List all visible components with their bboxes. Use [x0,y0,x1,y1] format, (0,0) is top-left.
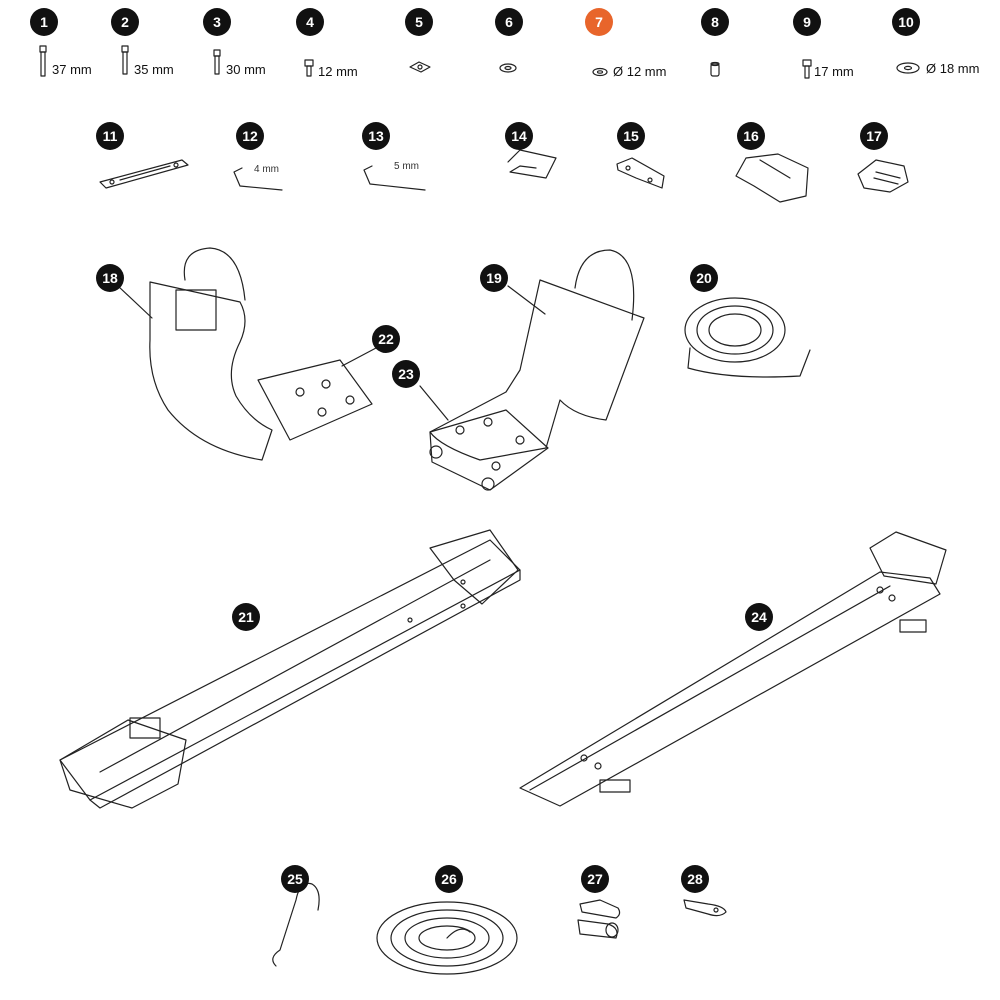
lock-washer-icon [500,64,516,72]
part-label-9: 17 mm [814,64,854,79]
part-badge-11: 11 [96,122,124,150]
lock-cylinder-icon [578,900,620,938]
mounting-plate-icon [100,160,188,188]
part-badge-7: 7 [585,8,613,36]
bolt-12-icon [305,60,313,76]
part-badge-25: 25 [281,865,309,893]
hex-key-5mm-icon [364,166,425,190]
part-badge-23: 23 [392,360,420,388]
part-badge-5: 5 [405,8,433,36]
part-badge-13: 13 [362,122,390,150]
bolt-17-icon [803,60,811,78]
bolt-37-icon [40,46,46,76]
spacer-icon [711,63,719,77]
long-bar-icon [60,530,520,808]
part-badge-16: 16 [737,122,765,150]
part-label-10: Ø 18 mm [926,61,980,76]
part-badge-15: 15 [617,122,645,150]
coil-cord-icon [377,902,517,974]
end-cap-icon [736,154,808,202]
washer-18-icon [897,63,919,73]
bolt-30-icon [214,50,220,74]
part-badge-28: 28 [681,865,709,893]
part-badge-12: 12 [236,122,264,150]
part-badge-20: 20 [690,264,718,292]
part-badge-26: 26 [435,865,463,893]
part-label-2: 35 mm [134,62,174,77]
part-badge-10: 10 [892,8,920,36]
part-badge-4: 4 [296,8,324,36]
part-badge-27: 27 [581,865,609,893]
part-label-3: 30 mm [226,62,266,77]
part-badge-21: 21 [232,603,260,631]
part-label-13: 5 mm [394,161,419,172]
knob-icon [858,160,908,192]
part-label-4: 12 mm [318,64,358,79]
part-badge-1: 1 [30,8,58,36]
part-badge-22: 22 [372,325,400,353]
part-badge-17: 17 [860,122,888,150]
part-label-1: 37 mm [52,62,92,77]
square-nut-icon [410,62,430,72]
s-hook-icon [273,883,319,966]
rail-icon [520,532,946,806]
part-label-7: Ø 12 mm [613,64,667,79]
hex-key-4mm-icon [234,168,282,190]
bolt-35-icon [122,46,128,74]
part-badge-6: 6 [495,8,523,36]
cradle-right-icon [430,250,644,490]
part-badge-18: 18 [96,264,124,292]
part-badge-8: 8 [701,8,729,36]
part-badge-14: 14 [505,122,533,150]
bracket-icon [617,158,664,188]
part-badge-24: 24 [745,603,773,631]
part-badge-3: 3 [203,8,231,36]
part-badge-2: 2 [111,8,139,36]
part-badge-19: 19 [480,264,508,292]
part-badge-9: 9 [793,8,821,36]
cradle-left-icon [150,248,372,460]
washer-12-icon [593,69,607,76]
clip-icon [508,150,556,178]
key-icon [684,900,726,916]
strap-coil-icon [685,298,810,377]
part-label-12: 4 mm [254,164,279,175]
